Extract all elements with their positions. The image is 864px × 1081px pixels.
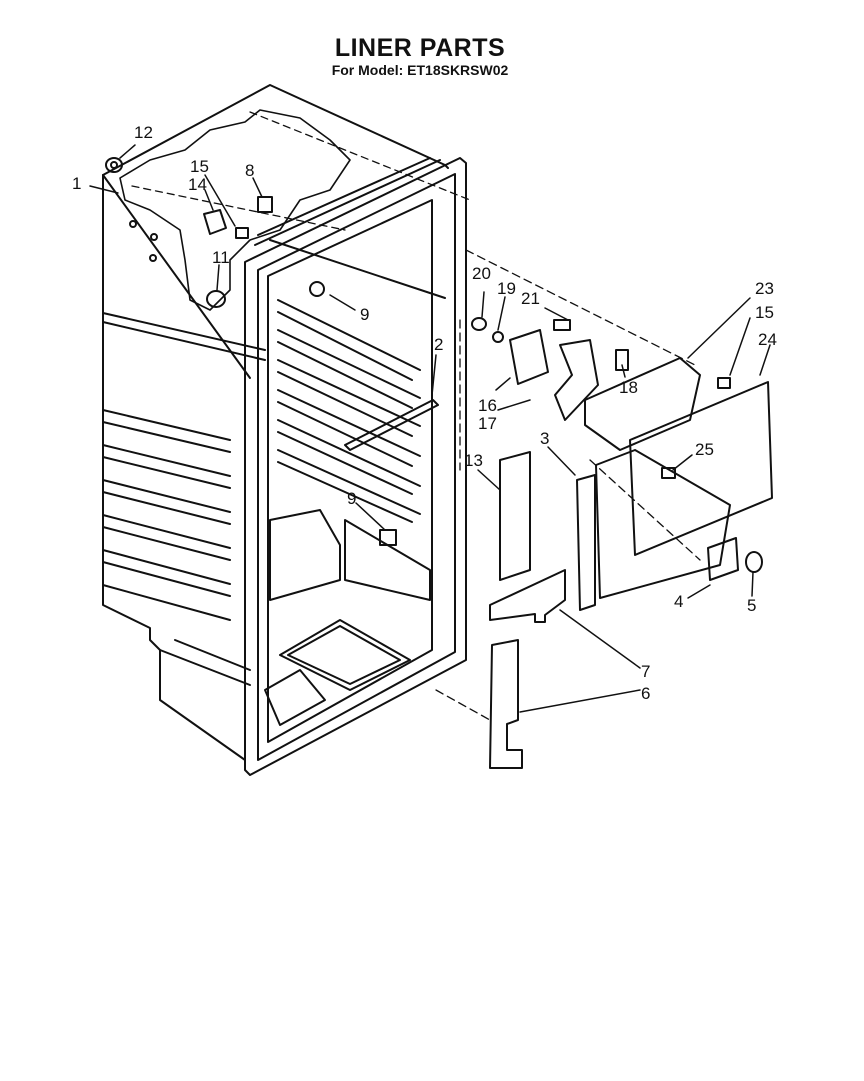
callout-5: 5 xyxy=(747,596,756,615)
callout-15-left: 15 xyxy=(190,157,209,176)
callout-14: 14 xyxy=(188,175,207,194)
callout-4: 4 xyxy=(674,592,683,611)
callout-11: 11 xyxy=(212,248,230,267)
part-15-screw-right xyxy=(717,377,731,389)
model-subtitle: For Model: ET18SKRSW02 xyxy=(331,62,509,78)
callout-9-lower: 9 xyxy=(347,489,356,508)
callout-13: 13 xyxy=(464,451,483,470)
callout-9-upper: 9 xyxy=(360,305,369,324)
part-17-fan-blade xyxy=(554,339,599,421)
part-4-plate xyxy=(707,537,739,581)
callout-labels: 1 2 3 4 5 6 7 8 9 9 11 12 13 14 15 15 16… xyxy=(72,123,777,703)
callout-20: 20 xyxy=(472,264,491,283)
part-21-screw xyxy=(553,319,571,331)
part-8-switch xyxy=(257,196,273,213)
callout-19: 19 xyxy=(497,279,516,298)
callout-17: 17 xyxy=(478,414,497,433)
callout-25: 25 xyxy=(695,440,714,459)
part-15-screw-left xyxy=(235,227,249,239)
callout-1: 1 xyxy=(72,174,81,193)
part-7-bracket xyxy=(489,569,566,623)
part-14-light-socket xyxy=(203,209,227,235)
callout-23: 23 xyxy=(755,279,774,298)
leader-lines xyxy=(89,144,771,713)
callout-6: 6 xyxy=(641,684,650,703)
part-6-baffle xyxy=(489,639,523,769)
part-9-bracket-lower xyxy=(379,529,397,546)
callout-3: 3 xyxy=(540,429,549,448)
part-5-plug xyxy=(745,551,763,573)
diagram-title: LINER PARTS xyxy=(334,34,506,62)
callout-8: 8 xyxy=(245,161,254,180)
part-11-control xyxy=(206,290,226,308)
part-3-duct xyxy=(576,449,731,611)
refrigerator-liner xyxy=(102,84,471,776)
part-24-evap-cover xyxy=(629,381,773,556)
callout-15-right: 15 xyxy=(755,303,774,322)
callout-18: 18 xyxy=(619,378,638,397)
part-20-screw xyxy=(471,317,487,331)
part-18-screw xyxy=(615,349,629,371)
callout-21: 21 xyxy=(521,289,540,308)
callout-16: 16 xyxy=(478,396,497,415)
part-25-screw xyxy=(661,467,676,479)
callout-2: 2 xyxy=(434,335,443,354)
part-19-nut xyxy=(492,331,504,343)
callout-24: 24 xyxy=(758,330,777,349)
part-13-air-duct xyxy=(499,451,531,581)
part-9-bracket-top xyxy=(309,281,325,297)
assembly-lines xyxy=(435,249,701,721)
part-23-shroud xyxy=(584,357,701,451)
part-2-shelf-cable xyxy=(344,399,439,451)
callout-7: 7 xyxy=(641,662,650,681)
callout-12: 12 xyxy=(134,123,153,142)
part-16-fan-motor xyxy=(509,329,549,385)
part-12-grommet xyxy=(105,157,123,173)
